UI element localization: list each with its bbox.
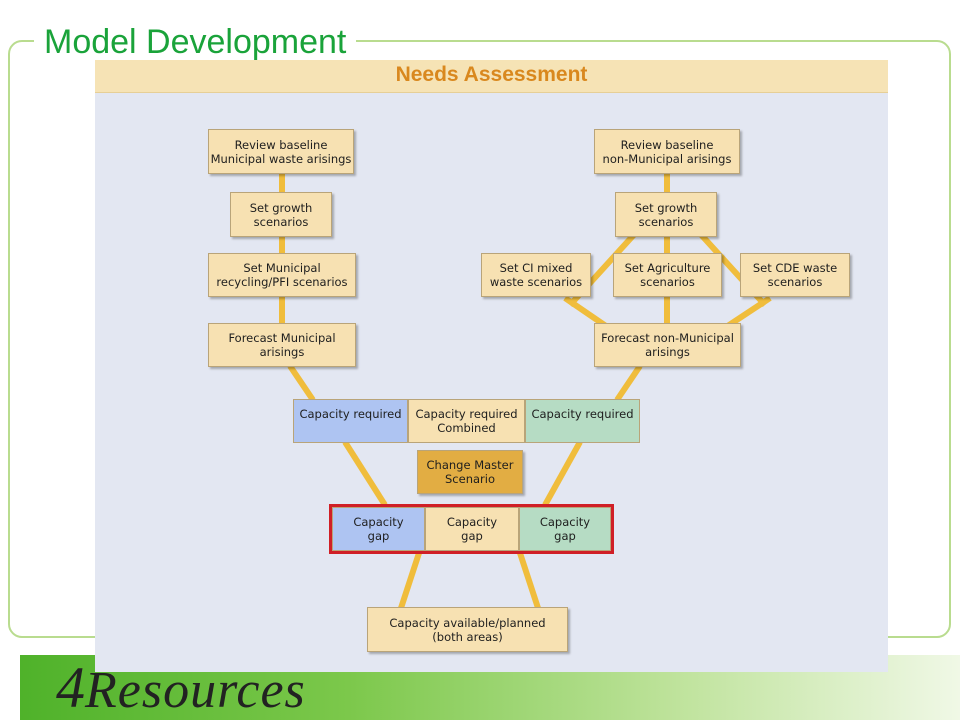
diagram-title: Needs Assessment <box>95 60 888 93</box>
capacity-required-combined-box: Capacity required Combined <box>408 399 525 443</box>
capacity-gap-highlight <box>329 504 614 554</box>
capacity-required-non-municipal-label: Capacity required <box>531 407 634 421</box>
capacity-available-box: Capacity available/planned (both areas) <box>367 607 568 652</box>
slide-title: Model Development <box>34 20 357 64</box>
municipal-recycling-box: Set Municipal recycling/PFI scenarios <box>208 253 356 297</box>
connector <box>614 364 643 402</box>
cde-waste-box: Set CDE waste scenarios <box>740 253 850 297</box>
ci-mixed-waste-box: Set CI mixed waste scenarios <box>481 253 591 297</box>
change-master-scenario-box: Change Master Scenario <box>417 450 523 494</box>
capacity-required-municipal-box: Capacity required <box>293 399 408 443</box>
agriculture-scenarios-box: Set Agriculture scenarios <box>613 253 722 297</box>
connector <box>342 440 388 507</box>
growth-scenarios-left-box: Set growth scenarios <box>230 192 332 237</box>
connector <box>542 440 583 507</box>
capacity-gap-combined-box: Capacity gap <box>425 507 519 551</box>
review-non-municipal-box: Review baseline non-Municipal arisings <box>594 129 740 174</box>
logo-four: 4 <box>56 655 85 720</box>
capacity-gap-non-municipal-box: Capacity gap <box>519 507 611 551</box>
capacity-required-non-municipal-box: Capacity required <box>525 399 640 443</box>
capacity-required-municipal-label: Capacity required <box>299 407 402 421</box>
connector <box>516 549 541 609</box>
connector <box>398 549 423 609</box>
forecast-non-municipal-box: Forecast non-Municipal arisings <box>594 323 741 367</box>
forecast-municipal-box: Forecast Municipal arisings <box>208 323 356 367</box>
needs-assessment-panel: Needs Assessment Review baseline Municip… <box>95 60 888 672</box>
connector <box>287 364 316 402</box>
growth-scenarios-right-box: Set growth scenarios <box>615 192 717 237</box>
capacity-gap-municipal-box: Capacity gap <box>332 507 425 551</box>
review-municipal-box: Review baseline Municipal waste arisings <box>208 129 354 174</box>
